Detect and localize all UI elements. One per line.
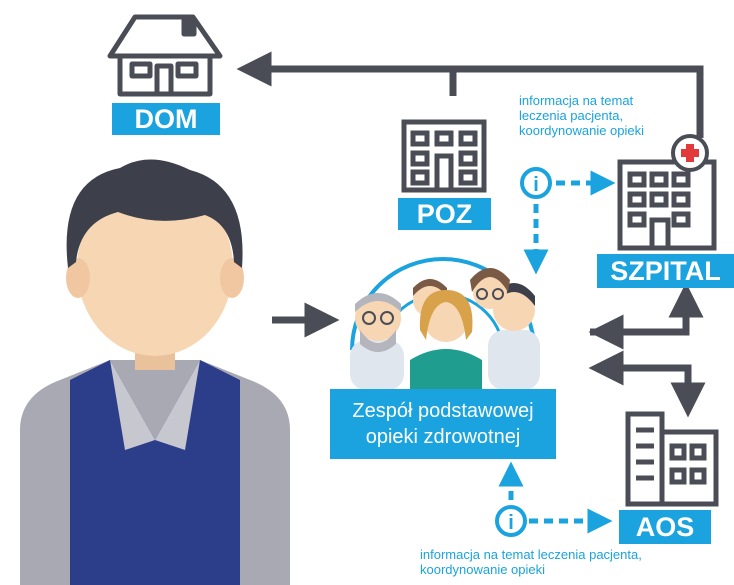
care-team-label-line2: opieki zdrowotnej [365, 426, 521, 448]
specialist-clinic-icon [625, 411, 719, 507]
poz-label: POZ [398, 198, 491, 230]
hospital-building-icon [617, 159, 717, 251]
team-aos-arrow [598, 364, 706, 418]
medical-cross-icon [671, 134, 709, 172]
info-note-top-line2: leczenia pacjenta, [519, 108, 624, 123]
poz-to-dom-arrow [236, 51, 704, 138]
svg-text:i: i [533, 174, 539, 196]
info-note-bottom-line2: koordynowanie opieki [420, 562, 546, 577]
szpital-label: SZPITAL [597, 254, 734, 288]
aos-label: AOS [619, 510, 711, 544]
patient-avatar-icon [20, 159, 290, 585]
care-team-illustration [350, 257, 540, 390]
dom-label: DOM [112, 103, 220, 135]
svg-text:i: i [508, 512, 514, 534]
info-note-top: informacja na temat leczenia pacjenta, k… [519, 93, 719, 138]
info-note-bottom-line1: informacja na temat leczenia pacjenta, [420, 547, 642, 562]
team-szpital-arrow [590, 282, 704, 336]
info-note-top-line1: informacja na temat [519, 93, 634, 108]
info-icon-bottom: i [495, 505, 527, 537]
care-team-label: Zespół podstawowej opieki zdrowotnej [330, 389, 556, 459]
house-icon [107, 14, 223, 97]
info-note-top-line3: koordynowanie opieki [519, 123, 645, 138]
info-note-bottom: informacja na temat leczenia pacjenta, k… [420, 547, 732, 577]
clinic-building-icon [401, 119, 487, 193]
care-team-label-line1: Zespół podstawowej [352, 400, 534, 422]
info-icon-top: i [520, 167, 552, 199]
